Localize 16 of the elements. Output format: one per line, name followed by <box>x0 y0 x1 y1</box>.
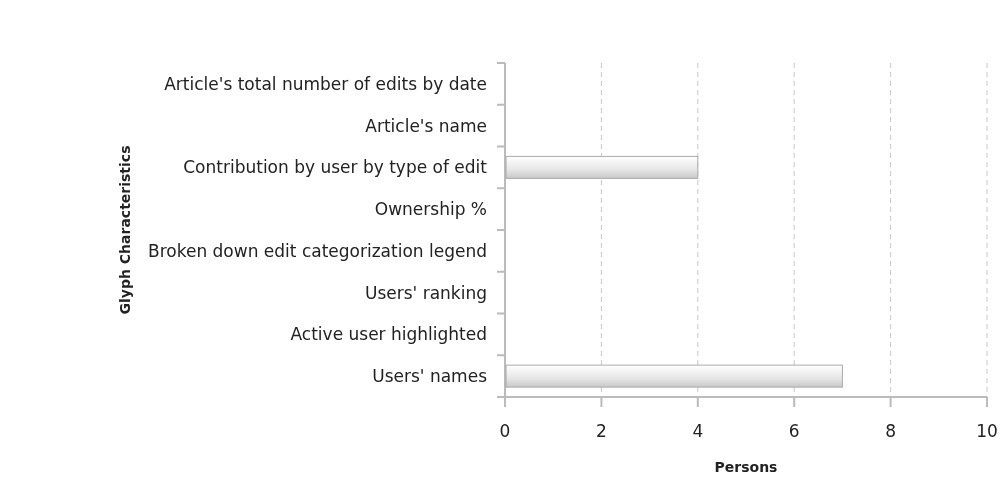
tick-label: 4 <box>692 421 704 441</box>
category-label: Users' ranking <box>365 282 487 303</box>
tick-label: 8 <box>885 421 896 441</box>
tick-label: 10 <box>976 421 998 441</box>
category-label: Users' names <box>372 366 487 387</box>
category-label: Article's name <box>365 115 487 136</box>
tick-label: 0 <box>499 421 511 441</box>
category-label: Ownership % <box>374 199 487 220</box>
tick-label: 6 <box>788 421 800 441</box>
category-label: Contribution by user by type of edit <box>183 157 487 178</box>
category-label: Broken down edit categorization legend <box>148 240 487 261</box>
axis-title: Glyph Characteristics <box>117 145 133 315</box>
category-label: Active user highlighted <box>290 324 487 345</box>
axis-title: Persons <box>714 459 778 475</box>
tick-label: 2 <box>596 421 607 441</box>
category-label: Article's total number of edits by date <box>164 73 487 94</box>
